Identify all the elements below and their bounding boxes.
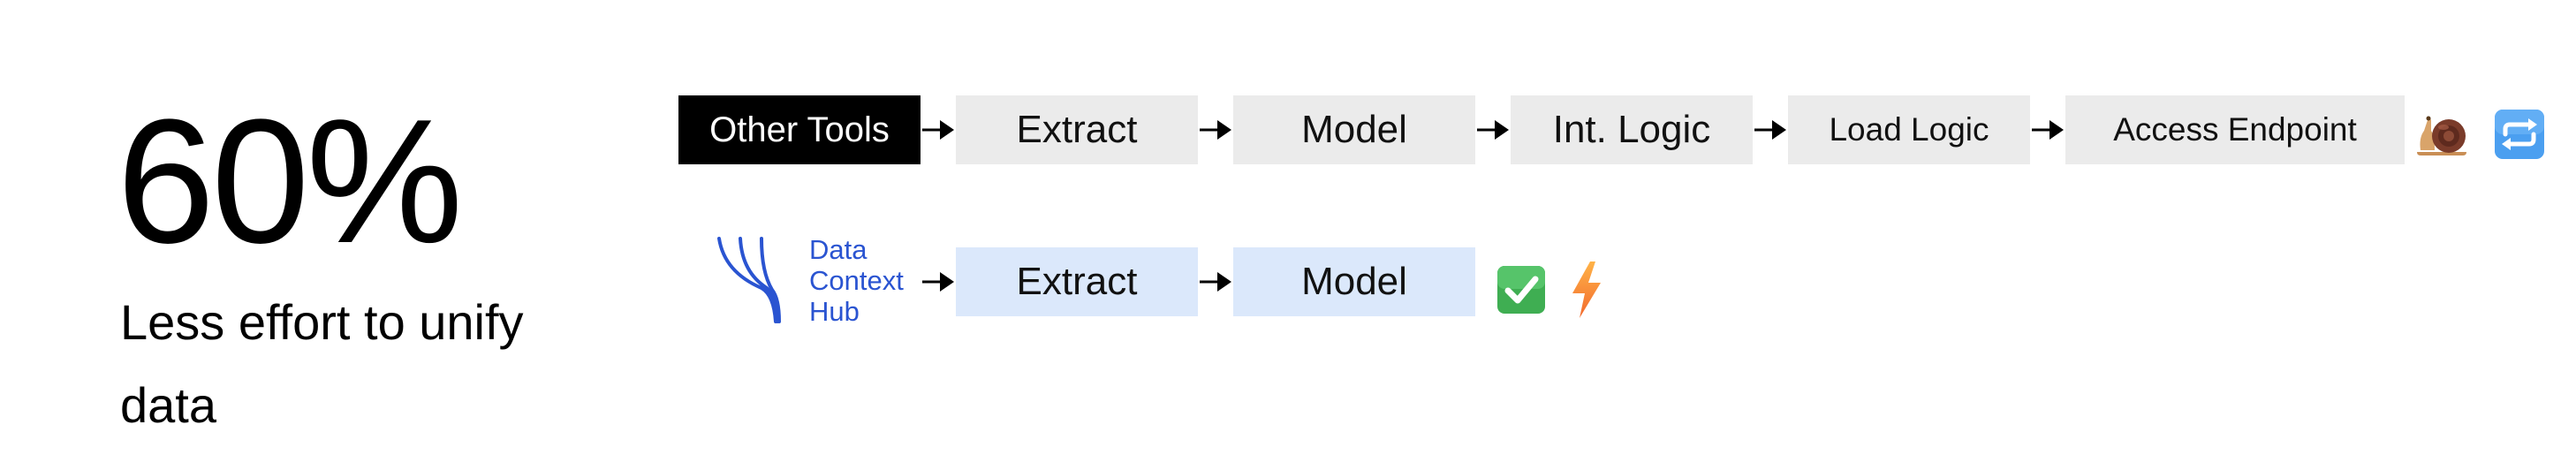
logo-text-hub: Hub [809, 296, 860, 327]
logo-text-context: Context [809, 265, 904, 296]
stat-caption: Less effort to unify data [120, 294, 524, 433]
step-model: Model [1233, 95, 1475, 164]
arrow-icon [1200, 120, 1231, 140]
stat-value: 60% [117, 83, 463, 280]
step-int-logic: Int. Logic [1511, 95, 1753, 164]
arrow-icon [2032, 120, 2064, 140]
arrow-icon [922, 120, 954, 140]
snail-icon [2417, 116, 2466, 155]
data-context-hub-logo-icon [717, 237, 781, 323]
step-extract: Extract [956, 95, 1198, 164]
repeat-icon [2495, 110, 2544, 159]
arrow-icon [1477, 120, 1509, 140]
logo-text-data: Data [809, 234, 868, 265]
arrow-icon [922, 272, 954, 292]
check-mark-icon [1497, 266, 1545, 314]
dch-step-model: Model [1233, 247, 1475, 316]
step-access-endpoint: Access Endpoint [2065, 95, 2405, 164]
arrow-icon [1200, 272, 1231, 292]
lightning-icon [1572, 262, 1601, 318]
arrow-icon [1754, 120, 1786, 140]
other-tools-label: Other Tools [678, 95, 921, 164]
dch-step-extract: Extract [956, 247, 1198, 316]
step-load-logic: Load Logic [1788, 95, 2030, 164]
